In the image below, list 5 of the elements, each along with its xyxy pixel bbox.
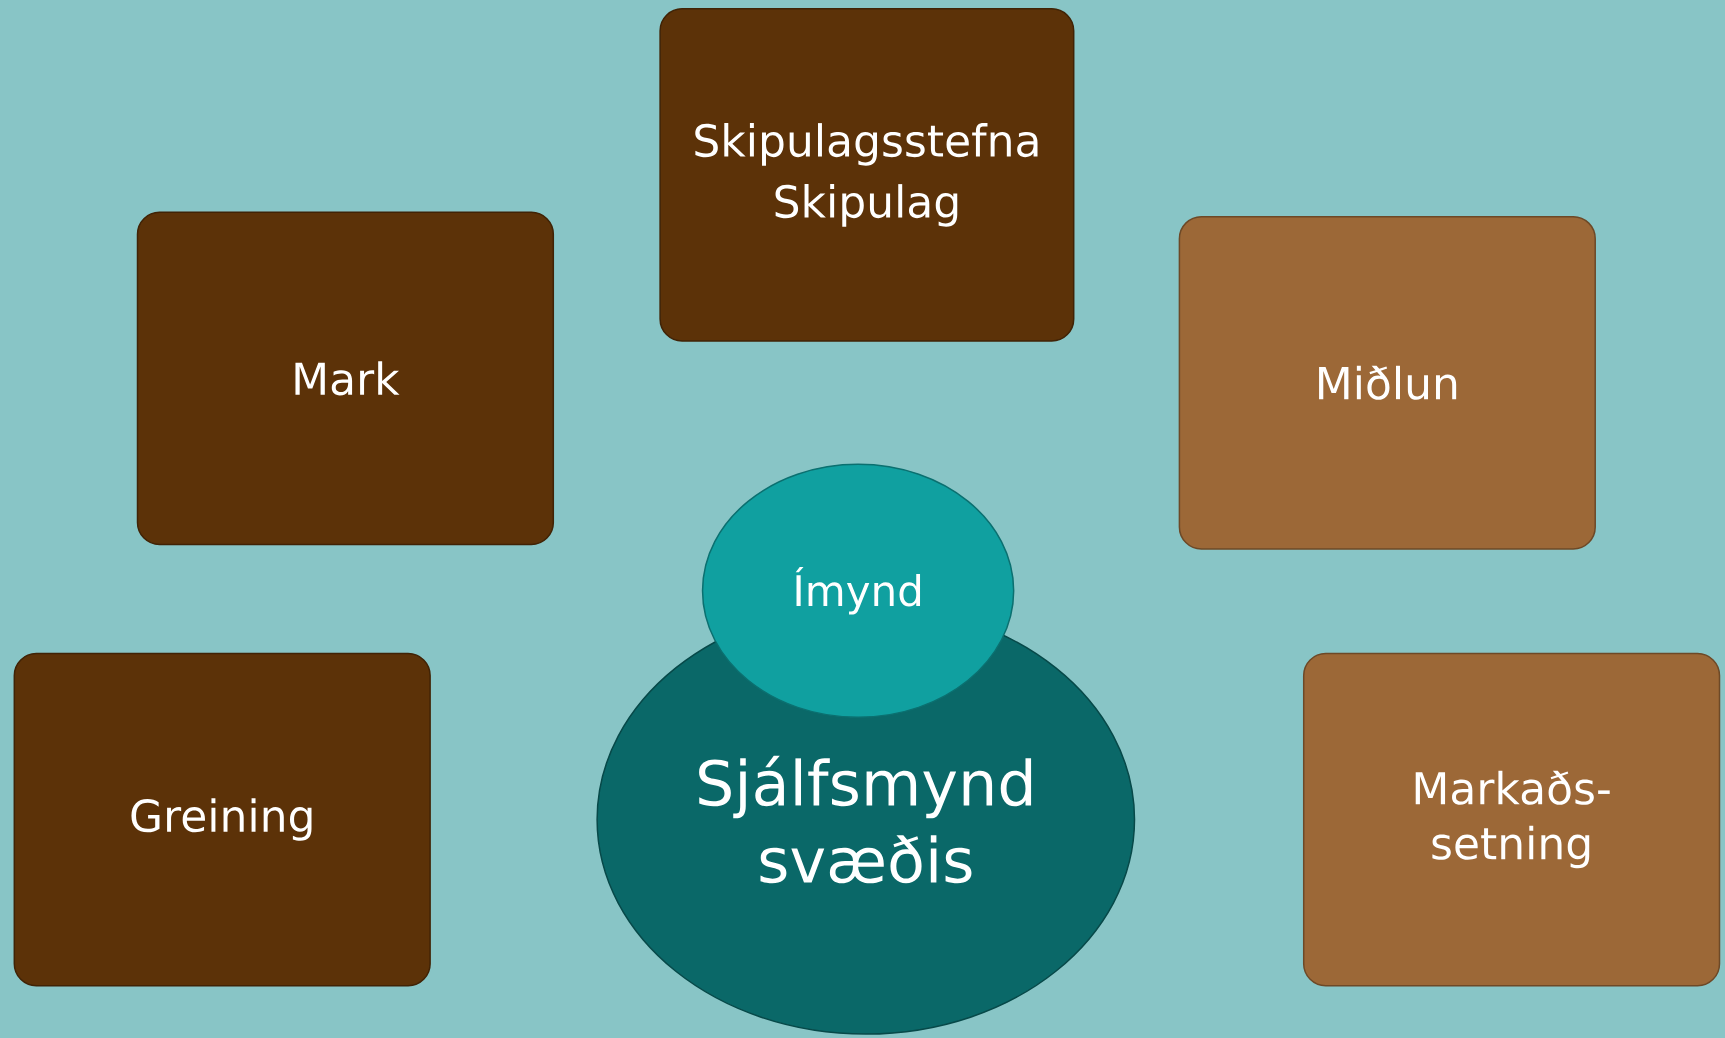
rounded-box: Miðlun (1178, 215, 1596, 550)
rounded-box: Markaðs- setning (1302, 652, 1721, 987)
rounded-box: Greining (13, 652, 431, 987)
rounded-box: Skipulagsstefna Skipulag (659, 8, 1075, 342)
rounded-box: Mark (136, 211, 555, 546)
